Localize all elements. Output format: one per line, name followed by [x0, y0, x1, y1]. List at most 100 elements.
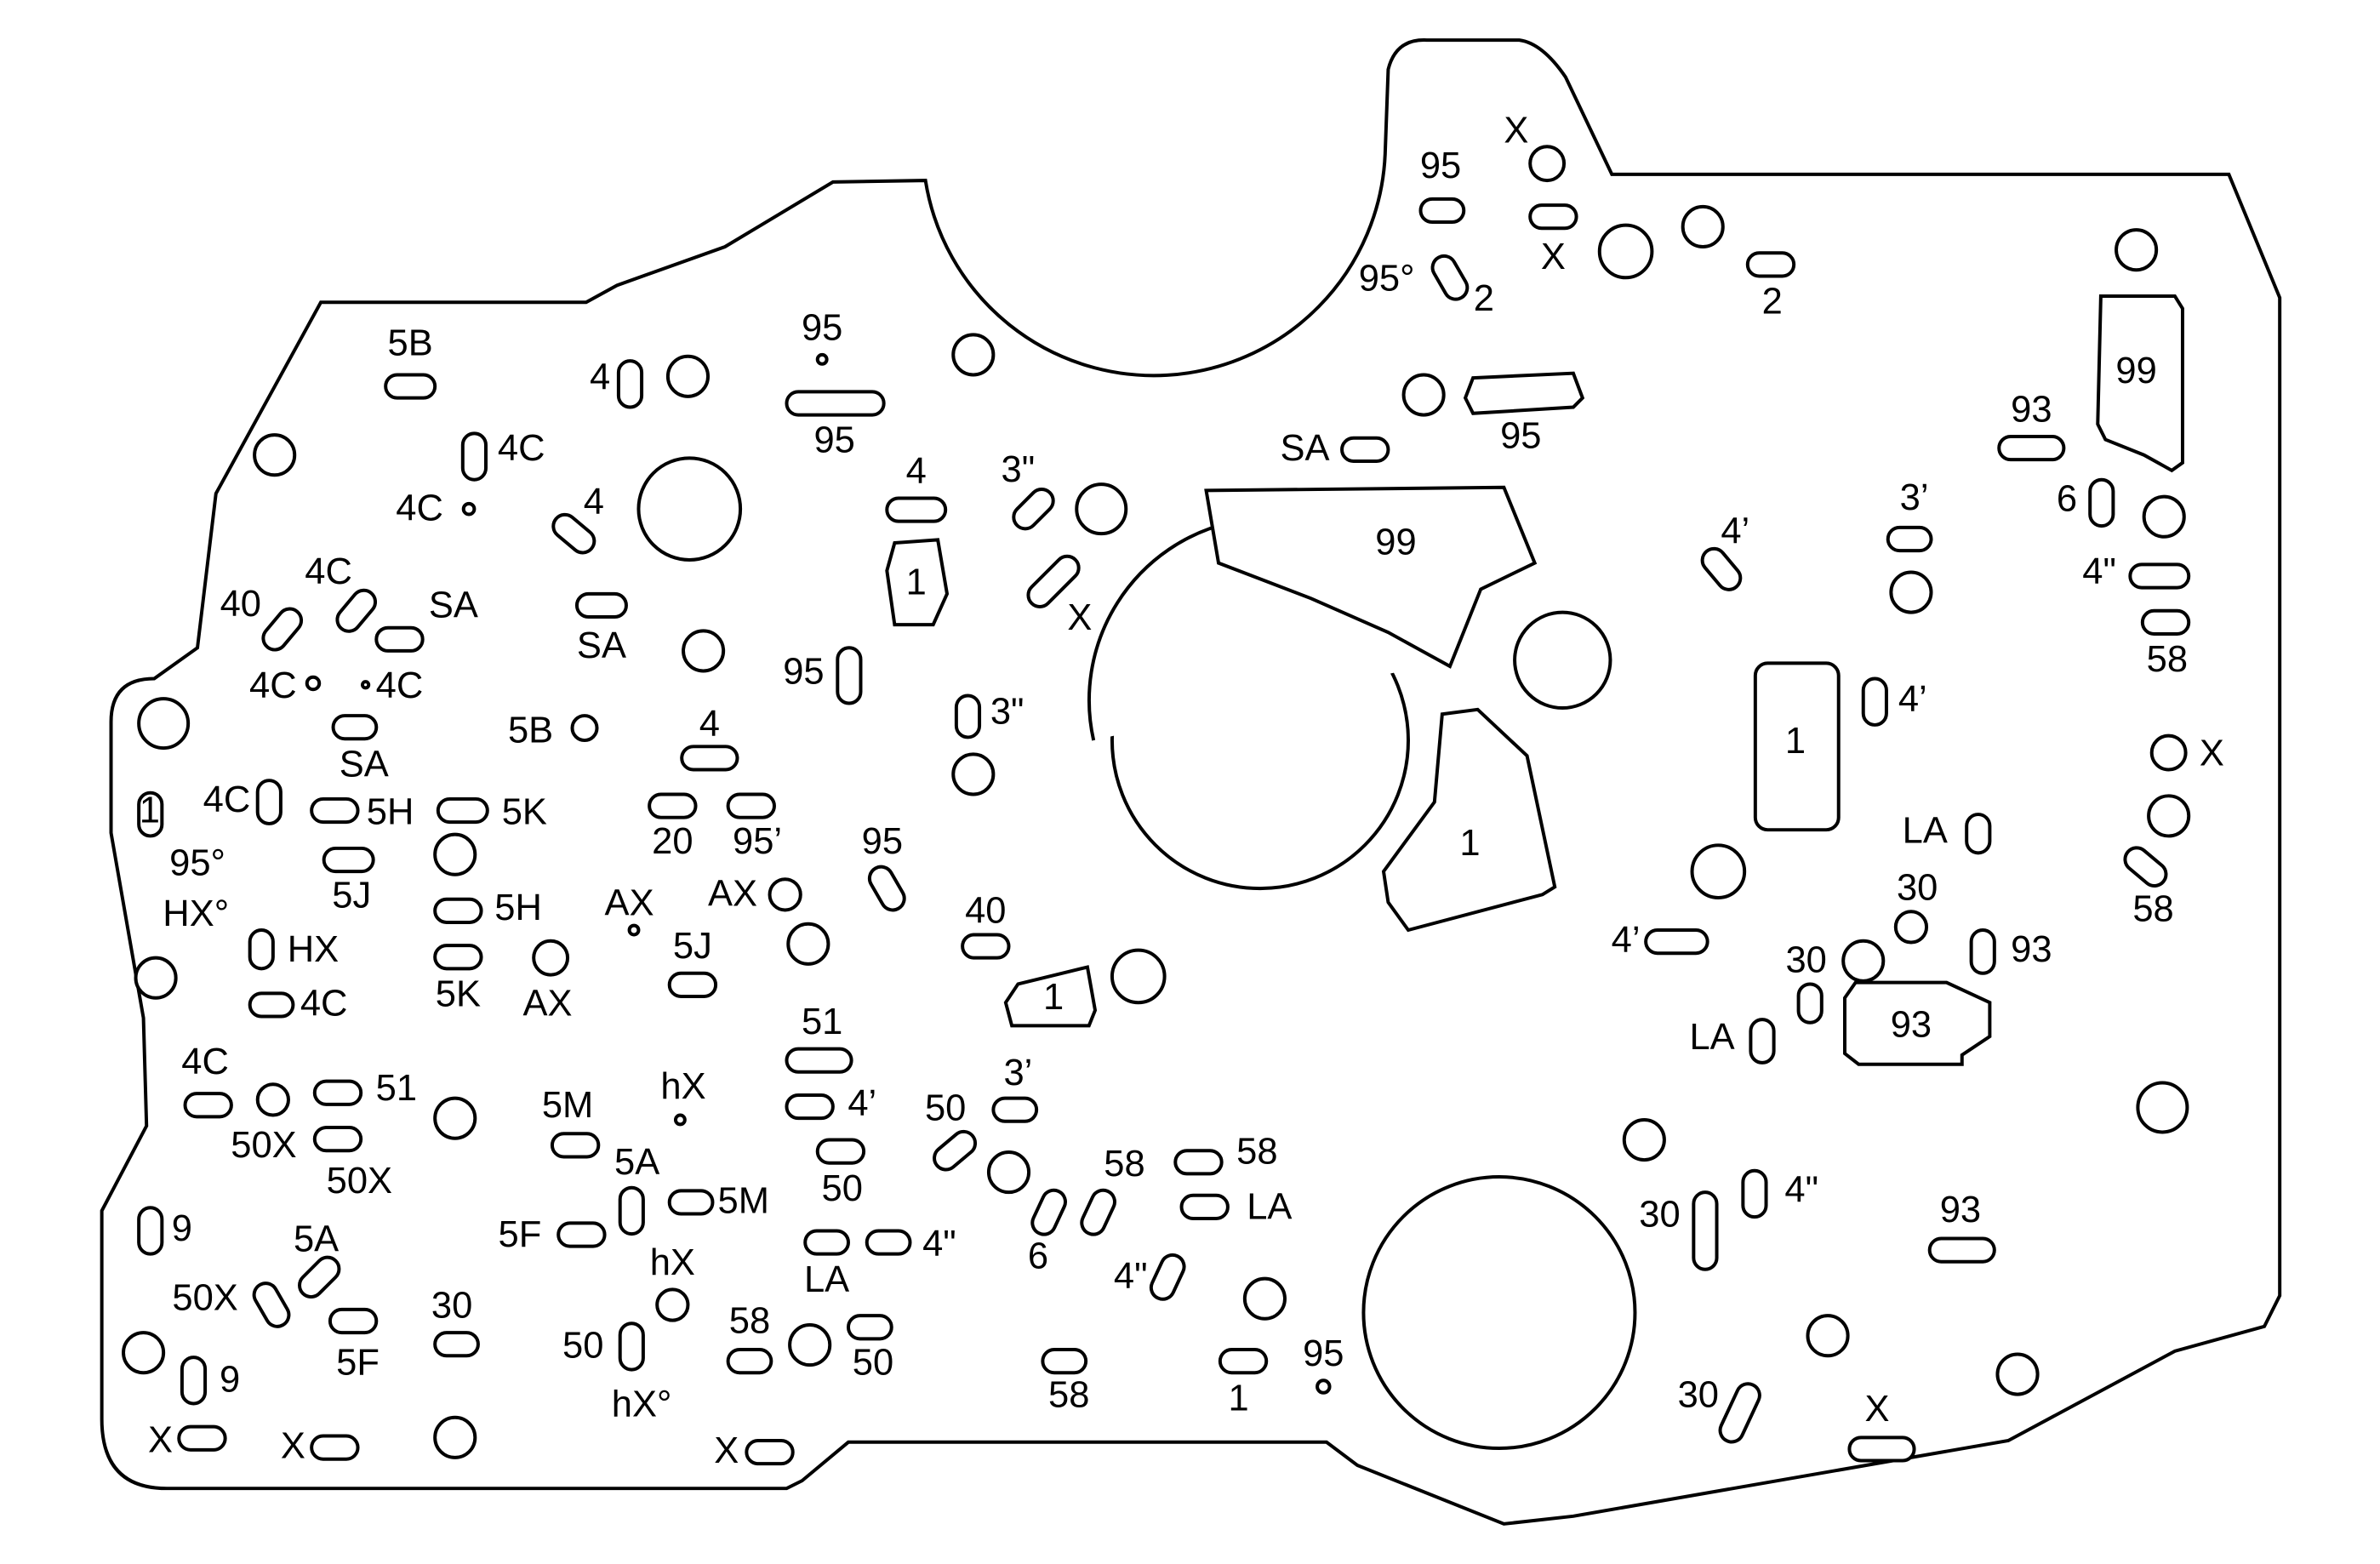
part-label: 3’: [1003, 1053, 1032, 1093]
slot: [310, 796, 360, 825]
slot: [1927, 1236, 1996, 1264]
part-label: 5J: [673, 926, 712, 967]
part-label: 95: [1303, 1333, 1344, 1374]
part-label: 50: [562, 1326, 603, 1367]
part-label: 5B: [388, 323, 433, 364]
part-label: 58: [2132, 889, 2173, 930]
part-label: 4: [590, 357, 610, 397]
hole: [433, 832, 477, 876]
part-label: 5M: [542, 1085, 593, 1126]
slot: [1745, 251, 1796, 278]
slot: [667, 1189, 715, 1216]
hole: [665, 354, 711, 398]
part-label: 30: [1785, 940, 1826, 981]
part-label: 4’: [1612, 920, 1641, 961]
slot: [248, 928, 275, 971]
part-label: X: [714, 1430, 739, 1471]
part-label: SA: [1281, 428, 1330, 469]
slot: [1886, 525, 1933, 553]
part-label: 1: [140, 791, 160, 831]
slot: [180, 1356, 208, 1406]
part-label: X: [1865, 1389, 1890, 1430]
part-label: 5K: [436, 973, 481, 1014]
hole: [1622, 1117, 1666, 1162]
hole: [627, 923, 641, 937]
slot: [1969, 928, 1996, 975]
part-label: 51: [376, 1068, 417, 1109]
part-label: 51: [802, 1002, 842, 1042]
hole: [1597, 223, 1654, 280]
hole: [461, 501, 477, 517]
hole: [1681, 204, 1725, 249]
part-label: 6: [2057, 479, 2077, 520]
slot: [551, 512, 596, 555]
slot: [328, 1307, 379, 1335]
hole: [433, 1415, 477, 1459]
slot: [1026, 554, 1081, 608]
part-label: 93: [1940, 1190, 1981, 1230]
slot: [1528, 203, 1578, 231]
slot: [2128, 562, 2191, 590]
part-label: 9: [220, 1360, 240, 1401]
part-label: 50: [853, 1343, 893, 1384]
slot: [1030, 1188, 1067, 1236]
hole: [532, 939, 570, 977]
slot: [648, 792, 698, 819]
part-label: 30: [431, 1286, 472, 1327]
part-label: 4C: [498, 428, 545, 469]
hole: [2115, 228, 2159, 272]
slot: [680, 745, 739, 772]
hole: [137, 697, 191, 751]
slot: [433, 944, 483, 971]
slot: [322, 846, 375, 874]
hole: [570, 714, 599, 743]
hole: [2142, 494, 2186, 539]
part-label: 3’: [1900, 477, 1929, 518]
slot: [785, 1093, 835, 1121]
hole: [2136, 1081, 2189, 1134]
part-label: 50X: [327, 1161, 392, 1202]
part-label: 4: [584, 482, 604, 522]
part-label: X: [1067, 597, 1092, 638]
part-label: 40: [220, 584, 261, 625]
part-label: 4C: [300, 983, 348, 1024]
slot: [2140, 608, 2191, 636]
part-label: 93: [2011, 389, 2052, 430]
slot: [384, 373, 437, 400]
part-label: 1: [1228, 1378, 1248, 1418]
part-label: 4’: [1721, 511, 1749, 552]
slot: [433, 1331, 480, 1358]
hole: [1110, 948, 1167, 1005]
slot: [1965, 813, 1992, 855]
part-label: 4C: [181, 1042, 229, 1082]
part-label: 4": [922, 1224, 956, 1264]
hole: [815, 352, 829, 366]
slot: [726, 792, 776, 819]
slot: [252, 1281, 291, 1328]
hole: [122, 1331, 166, 1375]
part-label: 95’: [733, 821, 782, 862]
hole: [134, 956, 178, 1000]
slot: [310, 1434, 360, 1461]
slot: [991, 1096, 1039, 1123]
hole: [1893, 910, 1929, 945]
part-label: 4: [699, 704, 720, 745]
part-label: 95°: [169, 842, 225, 883]
slot: [1847, 1436, 1916, 1463]
slot: [183, 1092, 233, 1119]
part-label: AX: [605, 882, 654, 923]
part-label: 4": [1114, 1256, 1148, 1297]
slot: [177, 1424, 227, 1452]
part-label: 93: [2011, 929, 2052, 970]
part-label: 40: [965, 891, 1006, 932]
slot: [667, 971, 718, 998]
part-label: 4C: [396, 488, 443, 528]
large-hole: [636, 456, 743, 562]
part-label: SA: [577, 625, 626, 666]
slot: [1692, 1190, 1719, 1271]
hole: [360, 680, 371, 690]
slot: [298, 1255, 341, 1299]
part-label: 4C: [203, 779, 251, 820]
